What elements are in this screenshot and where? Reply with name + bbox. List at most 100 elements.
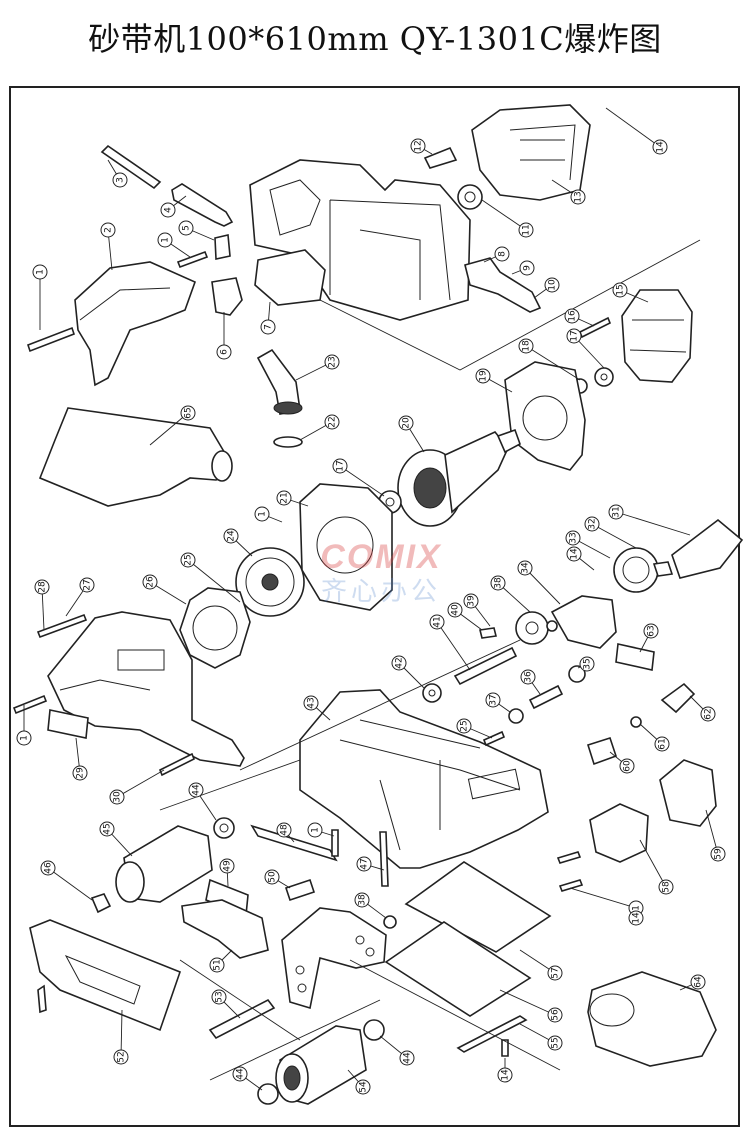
part-callout-28: 28 (34, 579, 50, 595)
part-number: 50 (268, 871, 278, 883)
part-callout-9: 9 (519, 260, 535, 276)
part-number: 24 (227, 530, 237, 542)
part-number: 54 (359, 1081, 369, 1093)
label-plate (615, 643, 655, 671)
part-callout-62: 62 (700, 706, 716, 722)
handle-cover (74, 261, 197, 387)
part-number: 43 (307, 697, 317, 708)
part-callout-41: 41 (429, 614, 445, 630)
part-callout-14: 14 (566, 546, 582, 562)
tension-arm (181, 899, 269, 959)
spring (586, 736, 618, 766)
part-number: 14 (656, 141, 666, 153)
part-number: 1 (20, 735, 30, 741)
part-number: 51 (213, 959, 223, 970)
part-callout-3: 3 (112, 172, 128, 188)
part-number: 17 (570, 330, 580, 341)
part-callout-43: 43 (303, 695, 319, 711)
part-number: 58 (662, 881, 672, 893)
part-callout-7: 7 (260, 319, 276, 335)
diagram-frame (9, 86, 740, 1127)
part-callout-65: 65 (180, 405, 196, 421)
part-number: 35 (583, 658, 593, 669)
part-callout-12: 12 (410, 138, 426, 154)
part-callout-27: 27 (79, 577, 95, 593)
washer (383, 915, 397, 929)
part-callout-56: 56 (547, 1007, 563, 1023)
screw (501, 1039, 509, 1057)
screw (12, 694, 48, 715)
part-callout-33: 33 (565, 530, 581, 546)
part-number: 32 (588, 518, 598, 529)
washer (422, 683, 442, 703)
part-number: 14 (570, 548, 580, 560)
screw (556, 851, 582, 864)
part-callout-14: 14 (652, 139, 668, 155)
part-number: 27 (83, 579, 93, 590)
part-number: 1 (36, 269, 46, 275)
part-callout-40: 40 (447, 602, 463, 618)
part-callout-44: 44 (188, 782, 204, 798)
part-number: 10 (548, 279, 558, 291)
part-callout-1: 1 (157, 232, 173, 248)
part-number: 1 (161, 237, 171, 243)
pinion (528, 684, 564, 710)
screw (558, 879, 584, 892)
part-number: 47 (360, 858, 370, 869)
part-number: 9 (523, 265, 533, 271)
part-number: 20 (402, 417, 412, 429)
part-callout-16: 16 (564, 308, 580, 324)
part-callout-24: 24 (223, 528, 239, 544)
part-number: 30 (113, 791, 123, 803)
screw (36, 613, 88, 639)
washer (363, 1019, 385, 1041)
washer (257, 1083, 279, 1105)
end-plate (504, 361, 586, 471)
screw (176, 250, 209, 269)
part-callout-14: 14 (497, 1067, 513, 1083)
fan-shroud (179, 587, 251, 669)
part-number: 16 (568, 310, 578, 322)
part-number: 42 (395, 657, 405, 668)
part-number: 4 (164, 207, 174, 213)
part-number: 14 (501, 1069, 511, 1081)
label-plate (47, 709, 89, 739)
part-number: 25 (460, 720, 470, 731)
brush-holder (423, 146, 458, 169)
part-callout-18: 18 (518, 338, 534, 354)
part-number: 40 (451, 604, 461, 616)
part-callout-10: 10 (544, 277, 560, 293)
tension-spring (284, 878, 316, 902)
part-number: 28 (38, 581, 48, 593)
platen-pad (384, 921, 532, 1017)
part-callout-6: 6 (216, 344, 232, 360)
part-number: 48 (280, 824, 290, 836)
nut (652, 561, 674, 577)
part-callout-50: 50 (264, 869, 280, 885)
part-number: 1 (258, 511, 268, 517)
part-number: 59 (714, 848, 724, 860)
part-callout-23: 23 (324, 354, 340, 370)
part-number: 26 (146, 576, 156, 588)
part-number: 18 (522, 340, 532, 352)
part-number: 6 (220, 349, 230, 355)
screw (26, 326, 76, 353)
part-number: 2 (104, 227, 114, 233)
part-number: 53 (215, 991, 225, 1002)
part-callout-49: 49 (219, 858, 235, 874)
part-callout-19: 19 (475, 368, 491, 384)
screw (578, 316, 612, 339)
part-number: 52 (117, 1051, 127, 1062)
part-number: 19 (479, 370, 489, 382)
part-number: 1 (632, 905, 642, 911)
part-callout-38: 38 (354, 892, 370, 908)
part-number: 64 (694, 976, 704, 988)
part-callout-11: 11 (518, 222, 534, 238)
part-callout-63: 63 (643, 623, 659, 639)
drive-belt (671, 518, 744, 579)
part-number: 11 (522, 224, 532, 235)
shaft-rod (100, 144, 162, 190)
key (479, 627, 497, 639)
dust-port (659, 759, 717, 827)
part-callout-22: 22 (324, 414, 340, 430)
